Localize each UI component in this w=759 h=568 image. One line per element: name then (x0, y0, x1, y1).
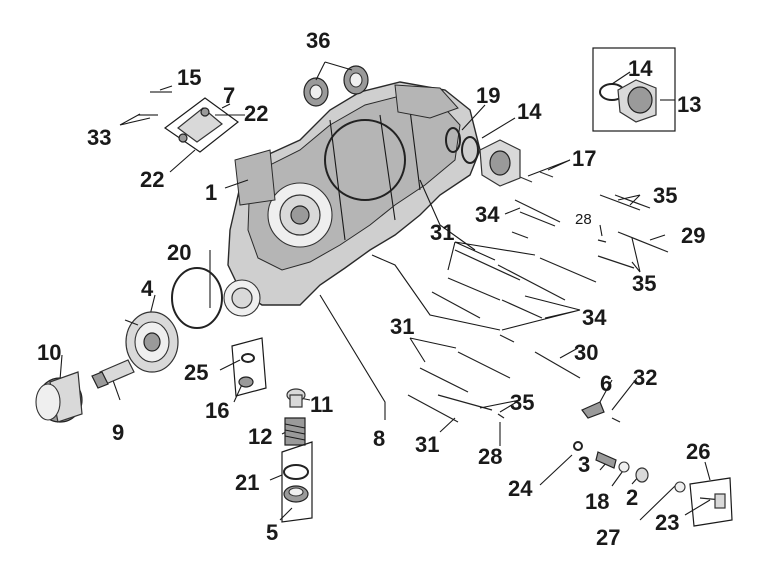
label-21: 21 (235, 470, 259, 495)
label-36: 36 (306, 28, 330, 53)
label-2: 2 (626, 485, 638, 510)
label-19: 19 (476, 83, 500, 108)
label-28-top: 28 (575, 211, 592, 228)
label-28-low: 28 (478, 444, 502, 469)
label-35-low: 35 (510, 390, 534, 415)
label-12: 12 (248, 424, 272, 449)
label-9: 9 (112, 420, 124, 445)
label-22-bottom: 22 (140, 167, 164, 192)
label-23: 23 (655, 510, 679, 535)
label-26: 26 (686, 439, 710, 464)
label-13: 13 (677, 92, 701, 117)
part-labels: 36 15 7 22 33 22 1 19 14 14 13 17 34 28 … (37, 28, 710, 550)
label-1: 1 (205, 180, 217, 205)
bolts-17 (519, 171, 554, 183)
label-32: 32 (633, 365, 657, 390)
label-25: 25 (184, 360, 208, 385)
filter-parts (231, 337, 313, 523)
label-31-top: 31 (430, 220, 454, 245)
label-24: 24 (508, 476, 533, 501)
label-8: 8 (373, 426, 385, 451)
bearing-pair (303, 65, 369, 107)
label-4: 4 (141, 276, 154, 301)
label-35-mid: 35 (632, 271, 656, 296)
label-34-top: 34 (475, 202, 500, 227)
label-34-mid: 34 (582, 305, 607, 330)
label-6: 6 (600, 371, 612, 396)
small-parts (573, 401, 733, 527)
label-3: 3 (578, 452, 590, 477)
label-10: 10 (37, 340, 61, 365)
label-18: 18 (585, 489, 609, 514)
label-35-top: 35 (653, 183, 677, 208)
label-33: 33 (87, 125, 111, 150)
label-29: 29 (681, 223, 705, 248)
bolt-set (407, 194, 669, 423)
left-cover-assembly (35, 267, 223, 423)
pump-housing-inset (592, 47, 676, 132)
label-27: 27 (596, 525, 620, 550)
label-14-mid: 14 (517, 99, 542, 124)
label-22-top: 22 (244, 101, 268, 126)
label-20: 20 (167, 240, 191, 265)
label-11: 11 (310, 392, 333, 417)
label-17: 17 (572, 146, 596, 171)
label-16: 16 (205, 398, 229, 423)
label-14-inset: 14 (628, 56, 653, 81)
crankcase-half (223, 81, 481, 317)
label-7: 7 (223, 83, 235, 108)
label-31-low: 31 (415, 432, 439, 457)
label-31-mid: 31 (390, 314, 414, 339)
seal-and-pump (445, 127, 521, 187)
label-30: 30 (574, 340, 598, 365)
label-5: 5 (266, 520, 278, 545)
label-15: 15 (177, 65, 201, 90)
cover-plate-group (138, 91, 239, 153)
